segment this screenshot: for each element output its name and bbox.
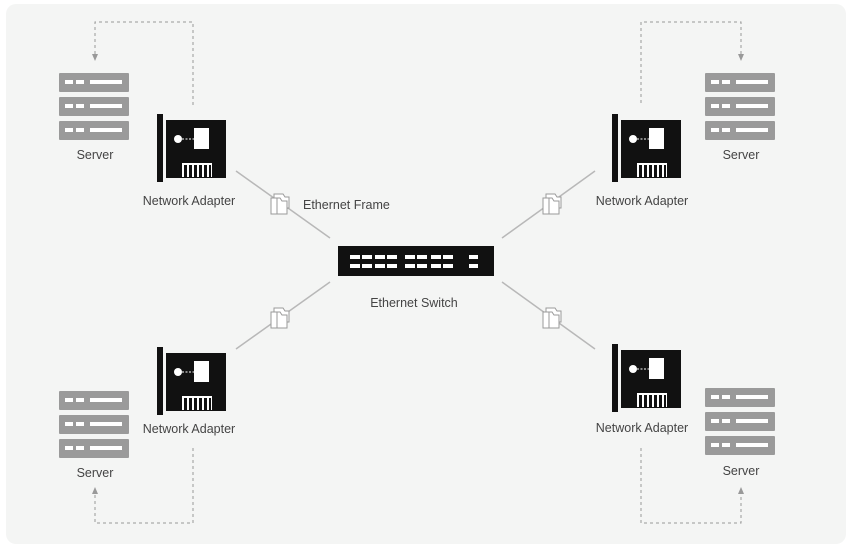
ethernet-switch-icon [338, 246, 494, 276]
network-adapter-icon [156, 113, 227, 183]
ethernet-frame-icon [270, 193, 290, 215]
server-label: Server [723, 148, 760, 162]
server-icon [59, 391, 129, 458]
adapter-label: Network Adapter [596, 421, 688, 435]
arrow-top-right [640, 21, 744, 103]
network-adapter-icon [611, 113, 682, 183]
server-label: Server [723, 464, 760, 478]
switch-label: Ethernet Switch [370, 296, 458, 310]
server-icon [59, 73, 129, 140]
arrow-top-left [92, 21, 194, 105]
network-adapter-icon [156, 346, 227, 416]
server-icon [705, 388, 775, 455]
server-icon [705, 73, 775, 140]
adapter-label: Network Adapter [143, 194, 235, 208]
adapter-label: Network Adapter [143, 422, 235, 436]
dashed-arrows [92, 21, 744, 524]
ethernet-frame-icon [542, 193, 562, 215]
frame-label: Ethernet Frame [303, 198, 390, 212]
ethernet-frame-icon [542, 307, 562, 329]
arrow-bottom-left [92, 448, 194, 524]
adapter-label: Network Adapter [596, 194, 688, 208]
network-adapter-icon [611, 343, 682, 413]
ethernet-frame-icon [270, 307, 290, 329]
arrow-bottom-right [640, 448, 744, 524]
server-label: Server [77, 466, 114, 480]
server-label: Server [77, 148, 114, 162]
